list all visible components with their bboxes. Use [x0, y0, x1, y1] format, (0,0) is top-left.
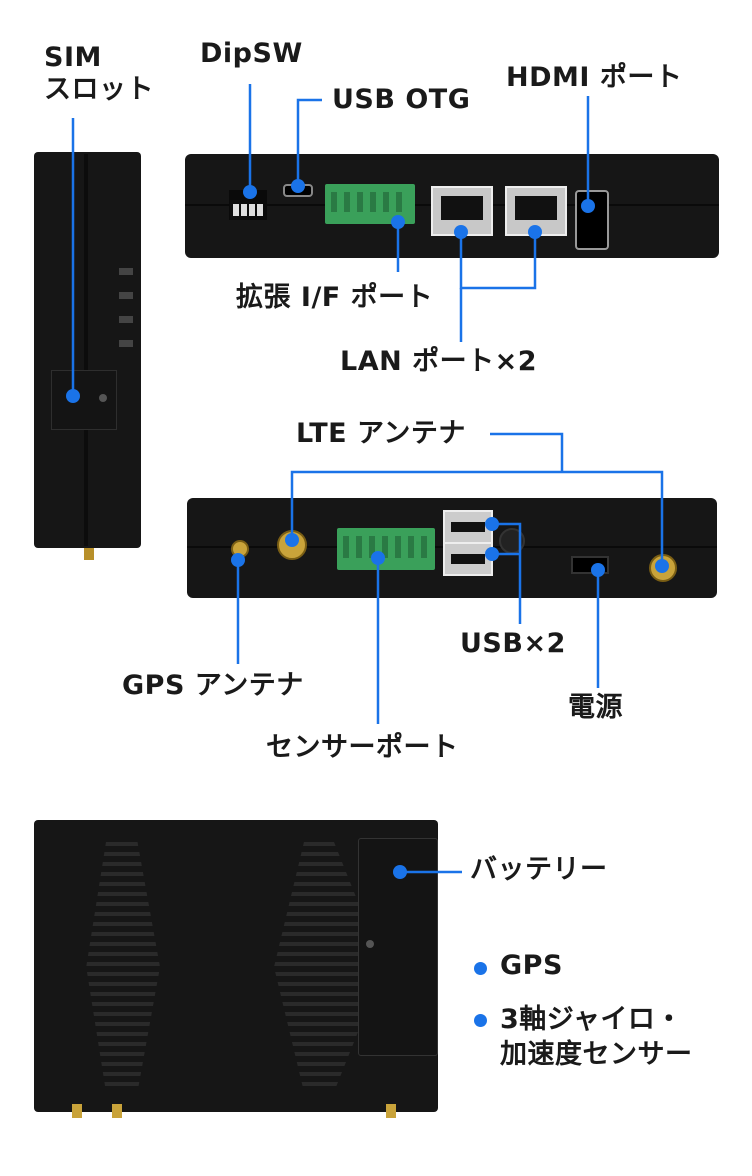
label-sim-slot: SIM スロット [44, 42, 154, 105]
sensor-terminal [337, 528, 435, 570]
label-gps-antenna: GPS アンテナ [122, 670, 304, 701]
device-side-view [34, 152, 141, 560]
sim-slot-screw [99, 394, 107, 402]
antenna-stub [72, 1104, 82, 1118]
side-vent [119, 316, 133, 323]
feature-gps: GPS [500, 950, 563, 981]
label-ext-if: 拡張 I/F ポート [236, 282, 434, 313]
battery-screw [366, 940, 374, 948]
device-front-panel [185, 154, 719, 258]
side-vent [119, 268, 133, 275]
hdmi-port [575, 190, 609, 250]
bullet-dot [474, 1014, 487, 1027]
label-usb: USB×2 [460, 628, 566, 659]
lan-port-2 [505, 186, 567, 236]
label-battery: バッテリー [470, 854, 608, 885]
label-dipsw: DipSW [200, 38, 303, 69]
label-lte: LTE アンテナ [296, 418, 466, 449]
side-connector [84, 548, 94, 560]
label-lan: LAN ポート×2 [340, 346, 538, 377]
feature-gyro-accel: 3軸ジャイロ・ 加速度センサー [500, 1004, 693, 1071]
label-power: 電源 [568, 692, 623, 723]
side-vent [119, 292, 133, 299]
label-sensor-port: センサーポート [266, 732, 459, 763]
bullet-dot [474, 962, 487, 975]
label-hdmi: HDMI ポート [506, 62, 683, 93]
device-top-view [34, 820, 438, 1118]
antenna-stub [112, 1104, 122, 1118]
side-vent [119, 340, 133, 347]
antenna-stub [386, 1104, 396, 1118]
label-usb-otg: USB OTG [332, 84, 471, 115]
dip-switch [229, 190, 267, 220]
usb-port-2 [443, 542, 493, 576]
side-top-edge [84, 154, 88, 546]
